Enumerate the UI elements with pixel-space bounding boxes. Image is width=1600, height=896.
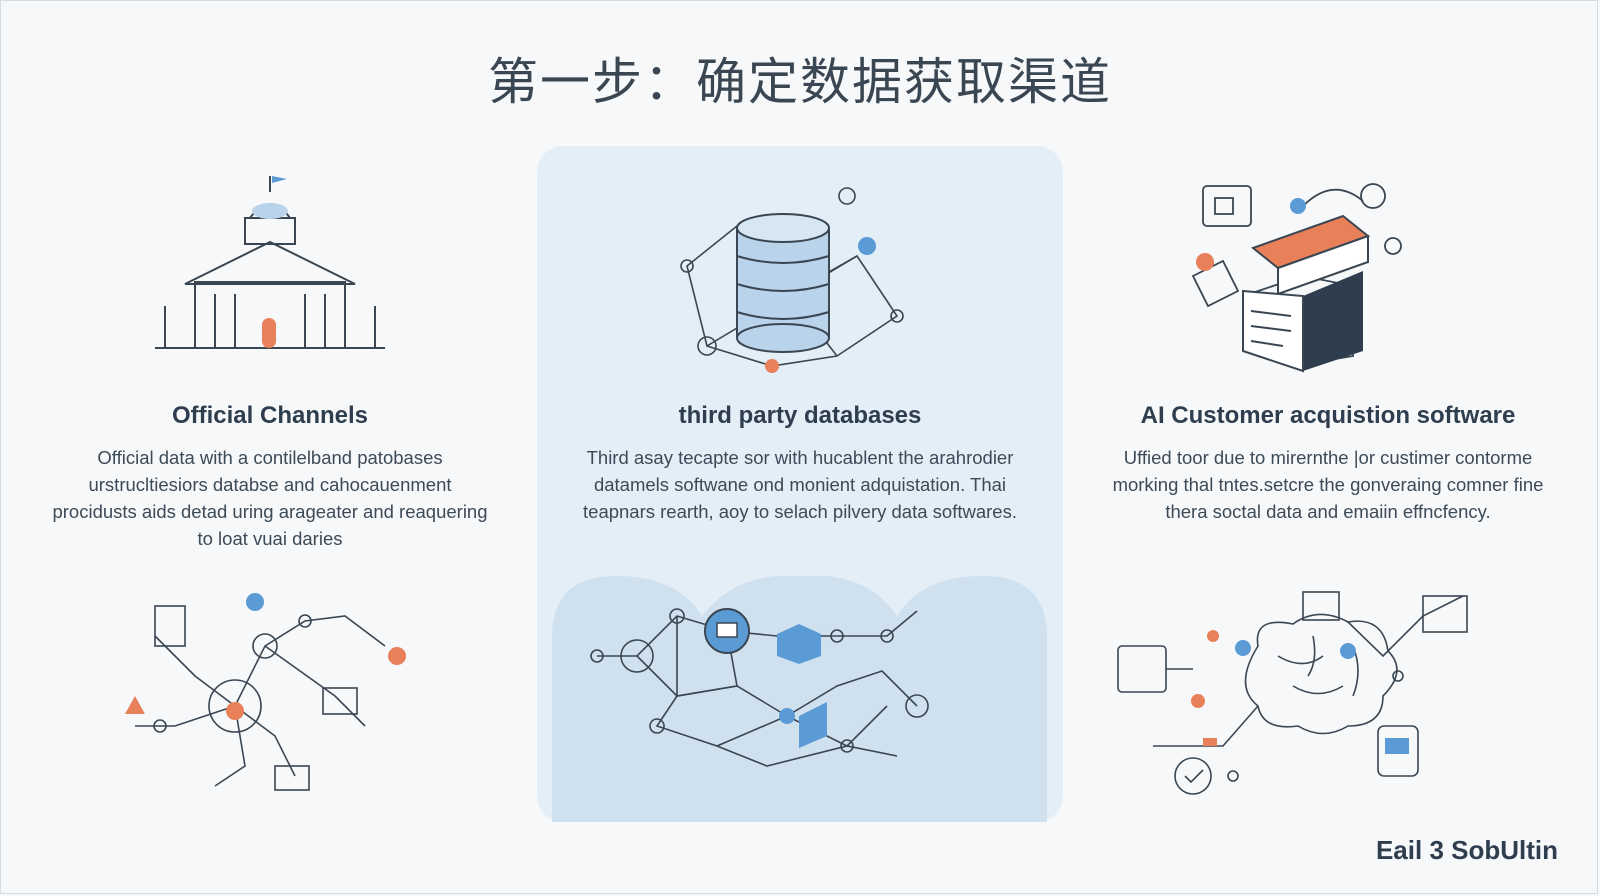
page-title: 第一步：确定数据获取渠道 [488,53,1112,111]
official-channels-heading: Official Channels [171,402,369,429]
ai-customer-acquisition-description: Uffied toor due to mirernthe |or custime… [1112,447,1544,522]
software-box-icon [1063,166,1593,386]
database-cylinder-icon [537,166,1063,386]
connected-network-icon [537,576,1063,822]
third-party-databases-heading: third party databases [678,402,922,429]
government-building-icon [5,166,535,386]
third-party-databases-description: Third asay tecapte sor with hucablent th… [583,447,1017,522]
column-official-channels: Official Channels Official data with a c… [5,146,535,822]
ai-brain-network-icon [1063,576,1593,822]
ai-customer-acquisition-heading: AI Customer acquistion software [1140,402,1516,429]
official-channels-description: Official data with a contilelband patoba… [52,447,488,549]
column-ai-customer-acquisition: AI Customer acquistion software Uffied t… [1063,146,1593,822]
footer-brand: Eail 3 SobUltin [1375,835,1558,865]
network-nodes-icon [5,576,535,822]
column-third-party-databases: third party databases Third asay tecapte… [537,146,1063,822]
